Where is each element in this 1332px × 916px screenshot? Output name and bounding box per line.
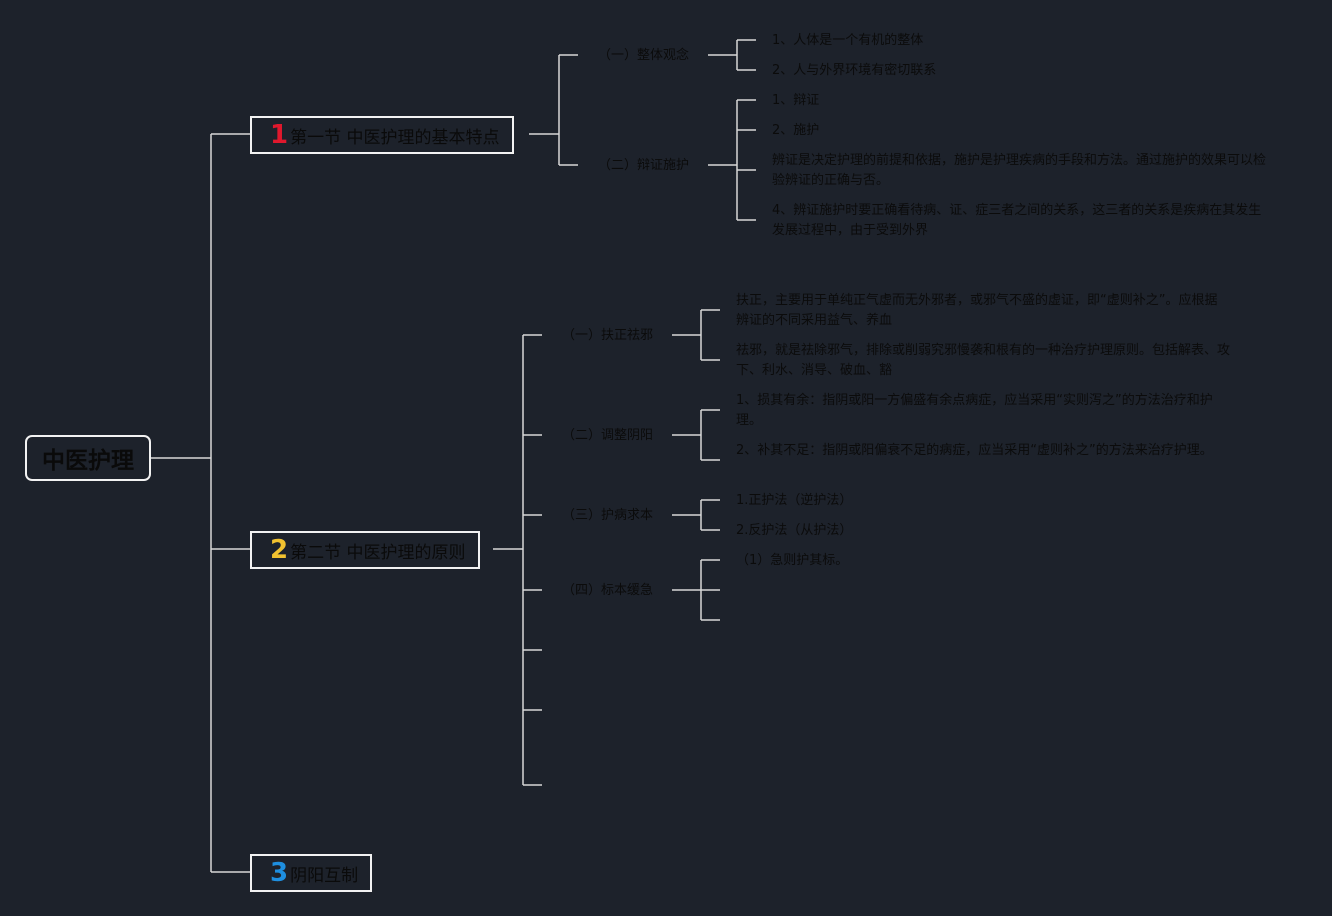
section-label-1: 第一节 中医护理的基本特点 [290, 127, 500, 148]
leaf-2-1-2[interactable]: 祛邪，就是祛除邪气，排除或削弱究邪慢袭和根有的一种治疗护理原则。包括解表、攻下、… [736, 343, 1231, 378]
section-label-2: 第二节 中医护理的原则 [290, 542, 466, 563]
subtopic-2-2[interactable]: （二）调整阴阳 [562, 428, 654, 443]
root-label: 中医护理 [42, 448, 134, 474]
section-label-3: 阴阳互制 [290, 865, 359, 886]
leaf-1-2-4[interactable]: 4、辨证施护时要正确看待病、证、症三者之间的关系，这三者的关系是疾病在其发生发展… [772, 203, 1262, 238]
leaf-1-2-2[interactable]: 2、施护 [772, 123, 820, 138]
section-node-1[interactable]: 1 第一节 中医护理的基本特点 [250, 116, 514, 154]
leaf-1-1-2[interactable]: 2、人与外界环境有密切联系 [772, 63, 937, 78]
section-node-2[interactable]: 2 第二节 中医护理的原则 [250, 531, 480, 569]
subtopic-2-1[interactable]: （一）扶正祛邪 [562, 328, 654, 343]
section-number-1: 1 [270, 120, 289, 150]
leaf-1-2-1[interactable]: 1、辩证 [772, 93, 820, 108]
section-number-3: 3 [270, 858, 289, 888]
subtopic-1-2[interactable]: （二）辩证施护 [598, 158, 690, 173]
leaf-2-3-2[interactable]: 2.反护法（从护法） [736, 523, 853, 538]
section-number-2: 2 [270, 535, 289, 565]
subtopic-1-1[interactable]: （一）整体观念 [598, 48, 690, 63]
root-node[interactable]: 中医护理 [25, 435, 151, 481]
subtopic-2-3[interactable]: （三）护病求本 [562, 508, 654, 523]
leaf-2-4-1[interactable]: （1）急则护其标。 [736, 553, 849, 568]
subtopic-2-4[interactable]: （四）标本缓急 [562, 583, 654, 598]
leaf-2-3-1[interactable]: 1.正护法（逆护法） [736, 493, 853, 508]
leaf-1-1-1[interactable]: 1、人体是一个有机的整体 [772, 33, 924, 48]
leaf-2-2-2[interactable]: 2、补其不足：指阴或阳偏衰不足的病症，应当采用“虚则补之”的方法来治疗护理。 [736, 443, 1213, 458]
section-node-3[interactable]: 3 阴阳互制 [250, 854, 373, 892]
leaf-1-2-3[interactable]: 辨证是决定护理的前提和依据，施护是护理疾病的手段和方法。通过施护的效果可以检验辨… [772, 153, 1267, 188]
leaf-2-2-1[interactable]: 1、损其有余：指阴或阳一方偏盛有余点病症，应当采用“实则泻之”的方法治疗和护理。 [736, 393, 1213, 428]
leaf-2-1-1[interactable]: 扶正，主要用于单纯正气虚而无外邪者，或邪气不盛的虚证，即“虚则补之”。应根据辨证… [736, 293, 1218, 328]
